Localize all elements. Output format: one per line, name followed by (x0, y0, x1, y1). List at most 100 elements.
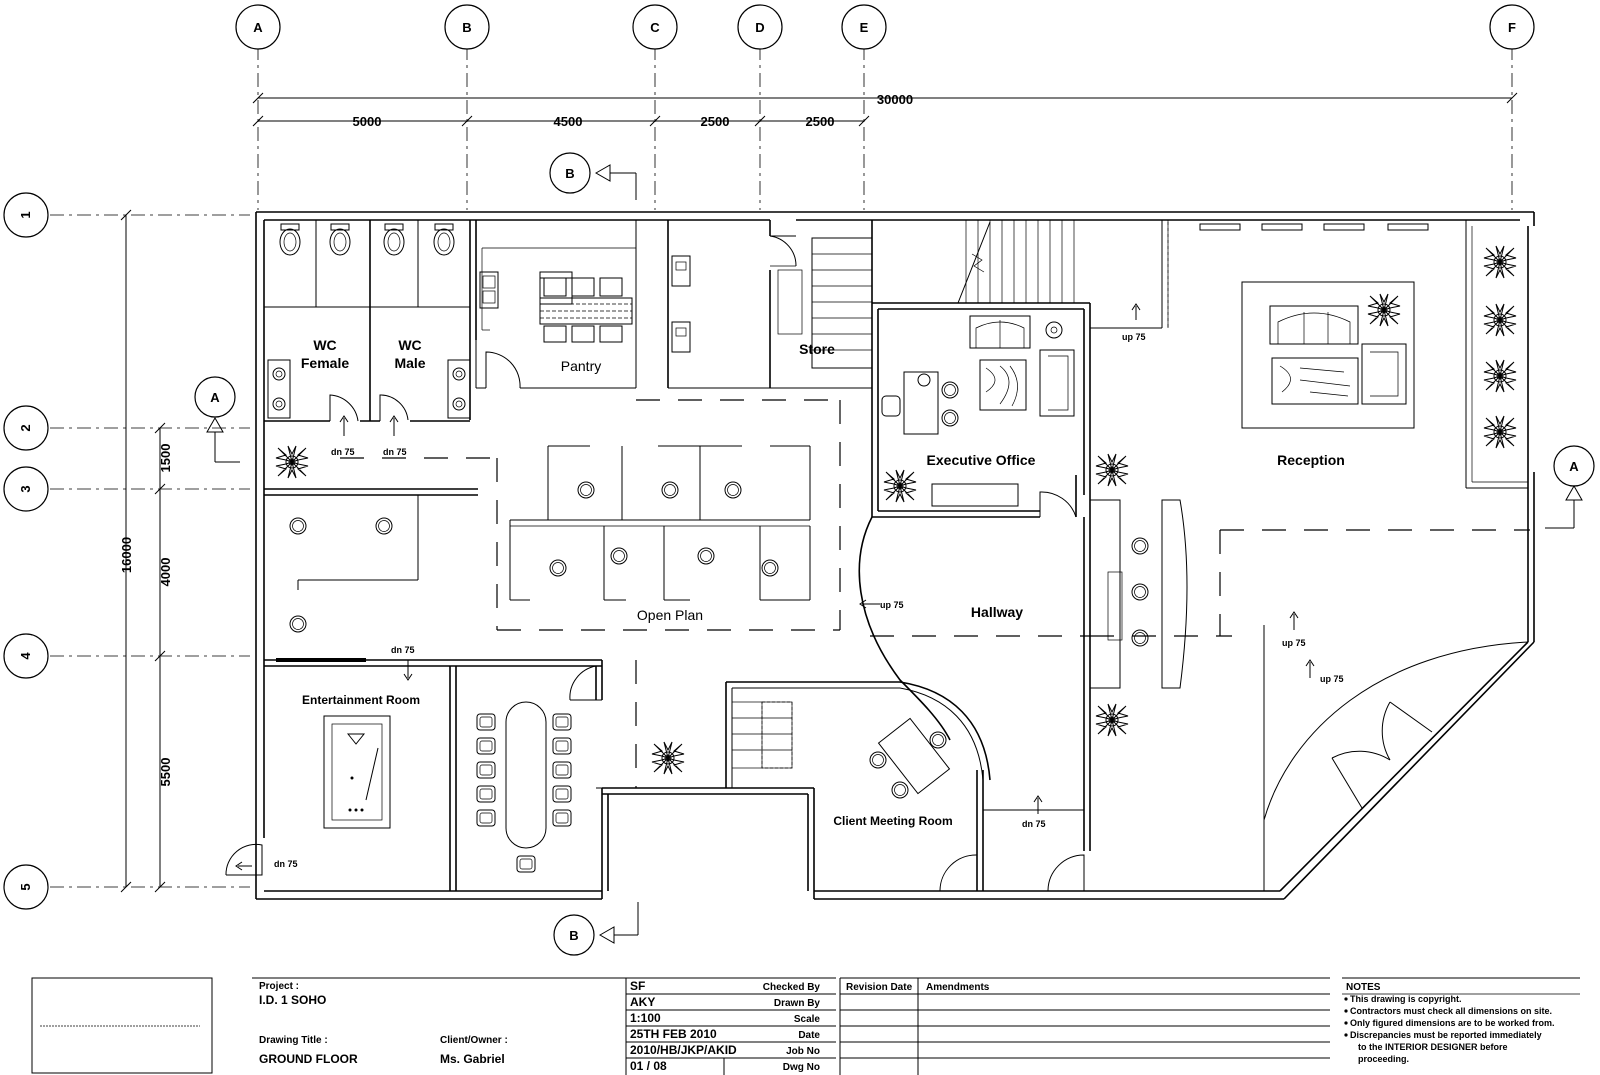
room-label-entertainment-room: Entertainment Room (302, 693, 420, 707)
client-value: Ms. Gabriel (440, 1052, 505, 1066)
drawn-by-label: Drawn By (774, 998, 821, 1009)
room-label-pantry: Pantry (561, 358, 601, 374)
section-marker-b-bottom: B (553, 902, 639, 956)
title-block: Project : I.D. 1 SOHO Drawing Title : GR… (31, 977, 1580, 1075)
drawn-by-value: AKY (630, 995, 655, 1009)
level-note: dn 75 (331, 447, 355, 457)
svg-text:2: 2 (18, 424, 33, 431)
svg-text:B: B (462, 20, 471, 35)
dim-3-4: 4000 (158, 558, 173, 587)
plant-icon (1483, 415, 1517, 449)
plant-icon (1483, 245, 1517, 279)
toilet-icon (433, 223, 455, 256)
room-labels: WC Female WC Male Pantry Store Executive… (301, 337, 1345, 828)
dim-a-b: 5000 (353, 114, 382, 129)
appliance-icon (671, 255, 691, 287)
pantry-table (539, 271, 633, 343)
room-label-wc-male: WC (398, 337, 421, 353)
level-arrows (235, 303, 1315, 871)
basin-icon (452, 367, 466, 381)
note-item: Contractors must check all dimensions on… (1350, 1006, 1552, 1016)
date-value: 25TH FEB 2010 (630, 1027, 717, 1041)
svg-text:F: F (1508, 20, 1516, 35)
basin-icon (272, 367, 286, 381)
grid-bubble-4: 4 (3, 633, 49, 679)
date-label: Date (798, 1030, 820, 1041)
appliance-icon (671, 321, 691, 353)
job-no-label: Job No (786, 1046, 820, 1057)
svg-text:3: 3 (18, 485, 33, 492)
sink-icon (479, 271, 499, 309)
grid-bubble-f: F (1489, 4, 1535, 50)
toilet-icon (383, 223, 405, 256)
logo-box (31, 977, 213, 1074)
reception-desk (1161, 499, 1188, 689)
grid-bubble-2: 2 (3, 405, 49, 451)
lamp-icon (1045, 321, 1063, 339)
svg-text:5: 5 (18, 883, 33, 890)
grid-row-bubbles: 1 2 3 4 5 (3, 192, 49, 910)
drawing-title-label: Drawing Title : (259, 1035, 328, 1046)
level-note: dn 75 (274, 859, 298, 869)
grid-bubble-b: B (444, 4, 490, 50)
checked-by-label: Checked By (763, 982, 821, 993)
grid-bubble-1: 1 (3, 192, 49, 238)
sofa-icon (1269, 305, 1359, 345)
svg-text:B: B (565, 166, 574, 181)
notes-heading: NOTES (1346, 982, 1381, 993)
toilet-icon (329, 223, 351, 256)
svg-text:C: C (650, 20, 660, 35)
plant-icon (275, 445, 309, 479)
room-label-open-plan: Open Plan (637, 607, 703, 623)
svg-text:4: 4 (18, 652, 33, 660)
dim-overall-height: 16000 (119, 537, 134, 573)
svg-text:E: E (860, 20, 869, 35)
revision-date-header: Revision Date (846, 982, 913, 993)
room-label-executive-office: Executive Office (927, 452, 1036, 468)
section-marker-a-right: A (1545, 445, 1595, 529)
doors (225, 235, 1433, 892)
plant-icon (1095, 453, 1129, 487)
level-note: dn 75 (391, 645, 415, 655)
stairs (731, 220, 1169, 769)
desk (903, 371, 939, 435)
level-note: dn 75 (1022, 819, 1046, 829)
client-meeting-furniture (869, 717, 951, 799)
credenza (931, 483, 1019, 507)
room-label-store: Store (799, 341, 835, 357)
project-label: Project : (259, 981, 299, 992)
plant-icon (883, 469, 917, 503)
plants (275, 245, 1517, 775)
dwg-no-label: Dwg No (783, 1062, 820, 1073)
svg-text:A: A (253, 20, 263, 35)
project-value: I.D. 1 SOHO (259, 993, 326, 1007)
dwg-no-value: 01 / 08 (630, 1059, 667, 1073)
dimension-lines: 30000 5000 4500 2500 2500 16000 1500 400… (119, 92, 1518, 893)
meeting-table (877, 717, 951, 795)
note-item: Only figured dimensions are to be worked… (1350, 1018, 1555, 1028)
section-markers: A A B B (194, 152, 1595, 956)
armchair-icon (1361, 343, 1407, 405)
basin-icon (452, 397, 466, 411)
dim-overall-width: 30000 (877, 92, 913, 107)
drawing-title-value: GROUND FLOOR (259, 1052, 358, 1066)
dim-c-d: 2500 (701, 114, 730, 129)
conference-table (505, 701, 547, 849)
job-no-value: 2010/HB/JKP/AKID (630, 1043, 737, 1057)
level-note: up 75 (880, 600, 904, 610)
room-label-wc-female: Female (301, 355, 349, 371)
executive-furniture (881, 315, 1075, 507)
plant-icon (1483, 359, 1517, 393)
dim-4-5: 5500 (158, 758, 173, 787)
amendments-header: Amendments (926, 982, 990, 993)
room-label-client-meeting-room: Client Meeting Room (833, 814, 952, 828)
section-marker-b-top: B (549, 152, 637, 200)
note-item: proceeding. (1358, 1054, 1409, 1064)
coffee-table (1271, 357, 1359, 405)
entertainment-furniture (323, 715, 391, 829)
plant-icon (651, 741, 685, 775)
plant-icon (1095, 703, 1129, 737)
room-label-reception: Reception (1277, 452, 1345, 468)
scale-value: 1:100 (630, 1011, 661, 1025)
vanity-left (267, 359, 291, 419)
